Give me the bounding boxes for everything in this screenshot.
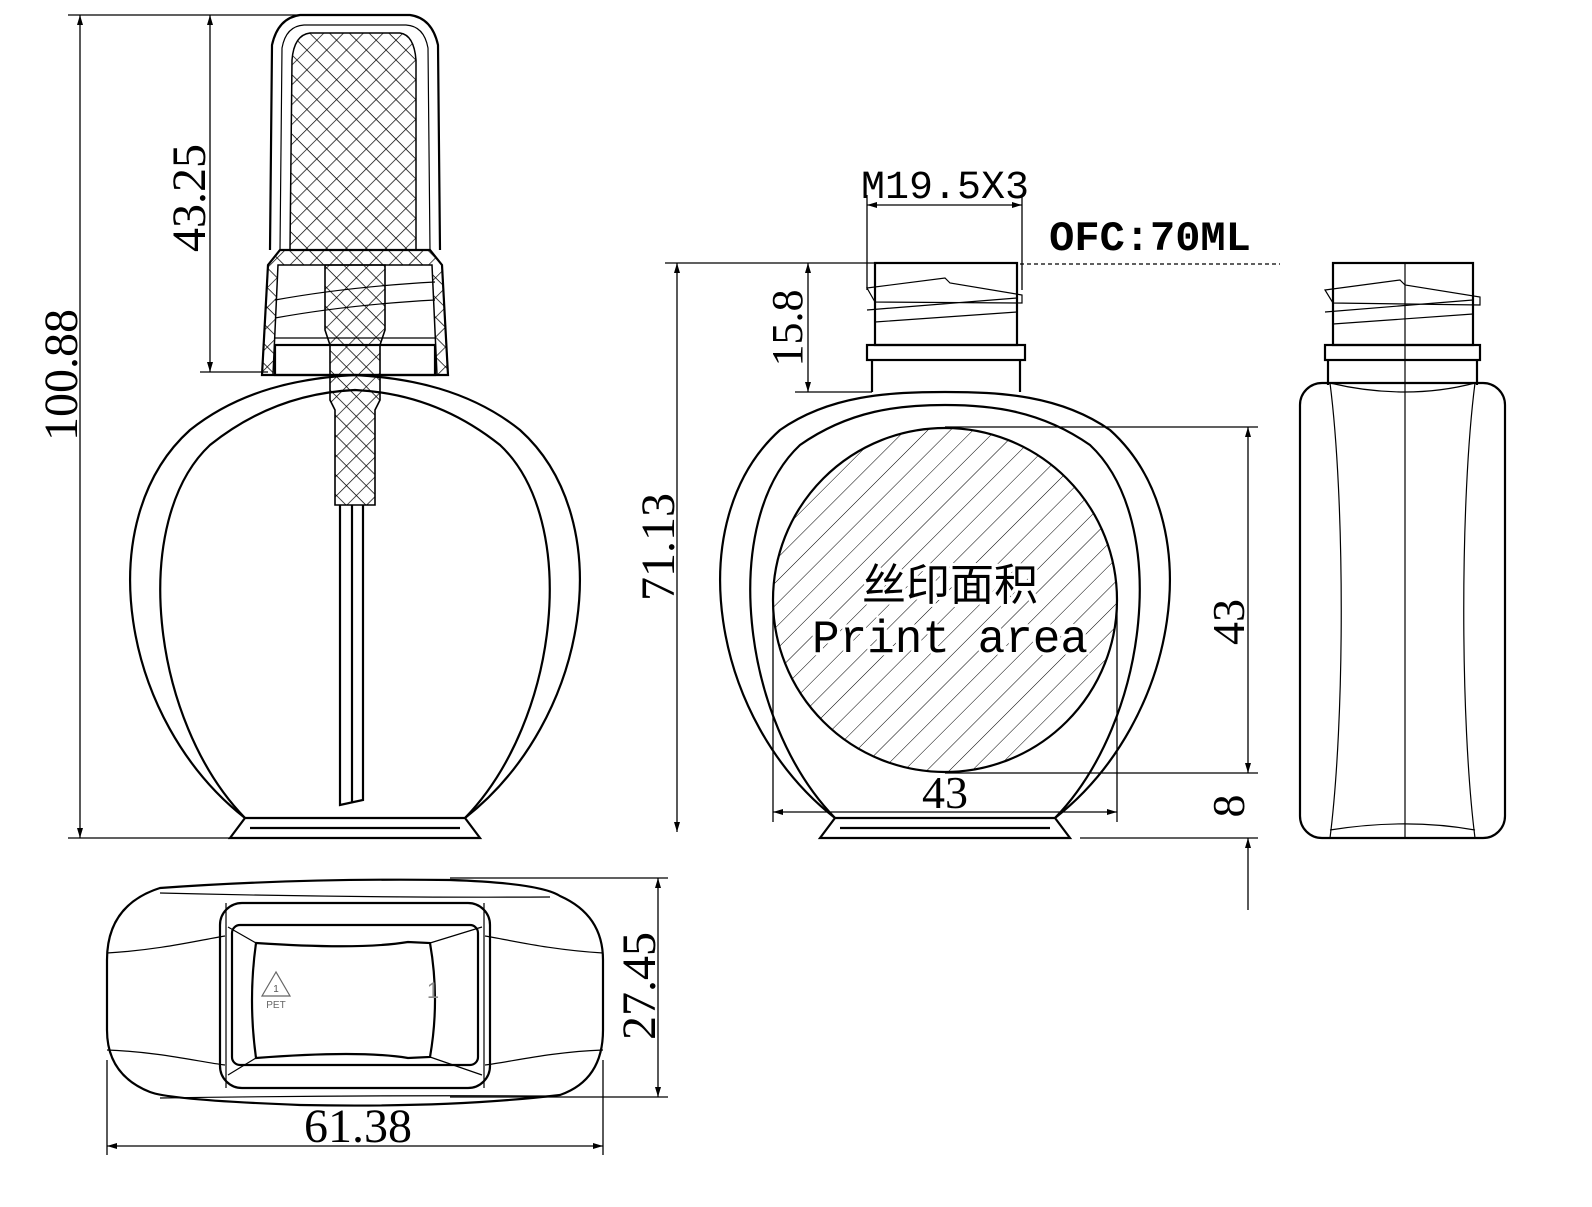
overcap-inner [279, 24, 431, 251]
actuator-hatch [289, 32, 417, 251]
side-body [1298, 381, 1507, 840]
pump-collar-hatch [261, 249, 449, 376]
print-offset-label: 8 [1203, 795, 1254, 818]
bottle-inner-outline [749, 403, 1141, 819]
bottle-outer-outline [719, 390, 1171, 819]
base-recess-outer [218, 901, 492, 1090]
middle-view: 丝印面积 Print area M19.5X3 OFC:70ML 71.13 1… [632, 166, 1280, 910]
bottle-base [817, 816, 1073, 840]
neck-collar [865, 343, 1027, 362]
front-view: 100.88 43.25 [35, 13, 581, 840]
material-label: PET [266, 1000, 285, 1011]
side-collar [1323, 343, 1482, 362]
neck-height-label: 15.8 [763, 290, 812, 367]
overall-height-label: 100.88 [35, 309, 88, 441]
width-label: 61.38 [304, 1100, 412, 1153]
dip-tube [338, 505, 365, 807]
pump-stem [324, 264, 386, 506]
print-width-label: 43 [922, 767, 968, 818]
side-view [1298, 261, 1507, 840]
base-recess-mid [230, 923, 480, 1067]
print-height-label: 43 [1203, 599, 1254, 645]
thread [866, 277, 1023, 323]
bottle-base [227, 816, 483, 840]
bottom-view: 1 PET 1 61.38 27.45 [105, 877, 668, 1155]
bottom-outline [105, 878, 605, 1107]
recycle-code: 1 [273, 984, 279, 995]
body-height-label: 71.13 [632, 493, 685, 601]
cavity-number: 1 [427, 978, 439, 1003]
depth-label: 27.45 [613, 932, 666, 1040]
overcap [268, 13, 442, 251]
pump-height-label: 43.25 [163, 144, 216, 252]
print-area-label-cn: 丝印面积 [862, 560, 1038, 611]
thread-spec-label: M19.5X3 [861, 166, 1029, 211]
capacity-label: OFC:70ML [1049, 215, 1251, 263]
print-area-label-en: Print area [812, 614, 1088, 666]
neck [870, 360, 1022, 392]
recycle-triangle-icon [260, 970, 292, 997]
